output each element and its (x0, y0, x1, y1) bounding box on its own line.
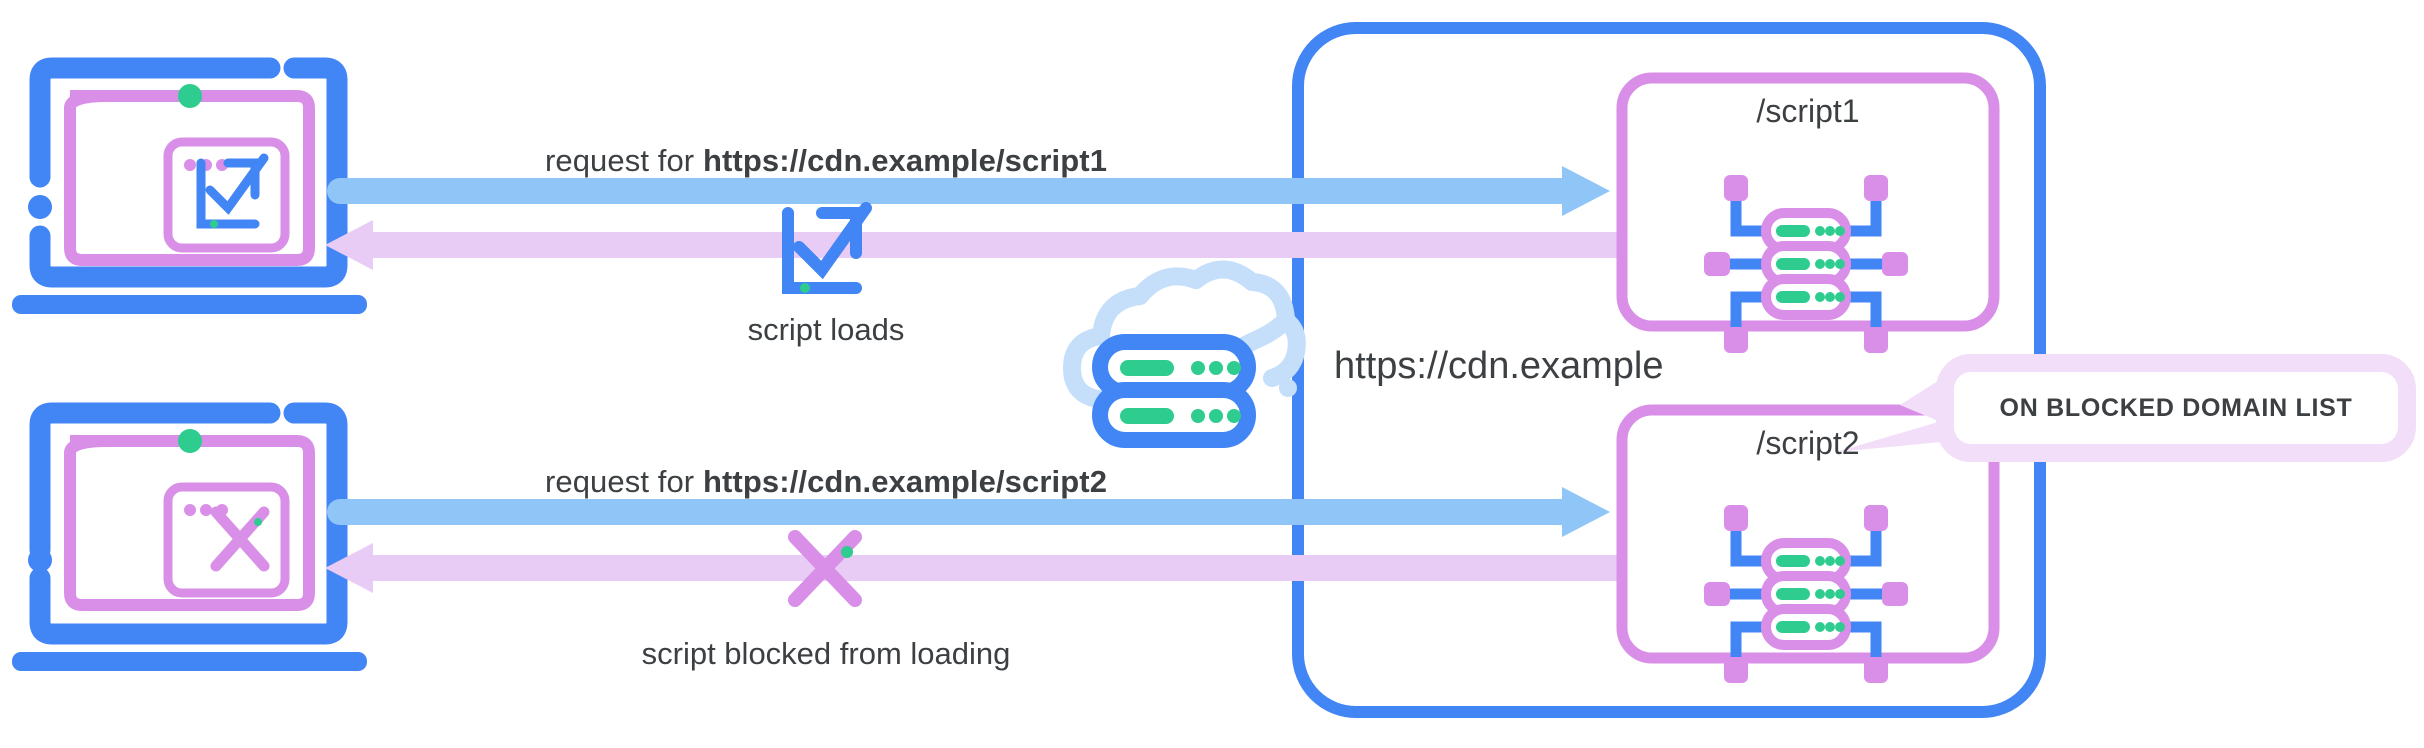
request-prefix-1: request for (544, 143, 703, 178)
request-url-1: https://cdn.example/script1 (702, 143, 1108, 178)
origin-label: https://cdn.example (1334, 345, 1664, 387)
script-blocked-icon (788, 530, 862, 607)
client-laptop-allowed (12, 57, 367, 314)
request-arrow-script1 (327, 166, 1610, 216)
response-arrow-script2 (325, 543, 1638, 593)
request-prefix-2: request for (544, 464, 703, 499)
resource-box-script2 (1616, 404, 2000, 683)
result-label-script2: script blocked from loading (641, 636, 1011, 671)
resource-label-script1: /script1 (1756, 93, 1860, 129)
blocked-domain-callout-label: ON BLOCKED DOMAIN LIST (1999, 394, 2353, 422)
response-arrow-script1 (325, 220, 1638, 270)
script-loads-icon (782, 202, 872, 294)
request-label-script1: request for https://cdn.example/script1 (545, 143, 1107, 179)
resource-label-script2: /script2 (1756, 425, 1860, 461)
request-url-2: https://cdn.example/script2 (702, 464, 1108, 499)
request-label-script2: request for https://cdn.example/script2 (545, 464, 1107, 500)
blocked-domain-callout (1836, 354, 2416, 462)
request-arrow-script2 (327, 487, 1610, 537)
result-label-script1: script loads (747, 312, 905, 347)
client-laptop-blocked (12, 402, 367, 671)
cloud-server-icon (1063, 260, 1306, 448)
resource-box-script1 (1616, 72, 2000, 353)
